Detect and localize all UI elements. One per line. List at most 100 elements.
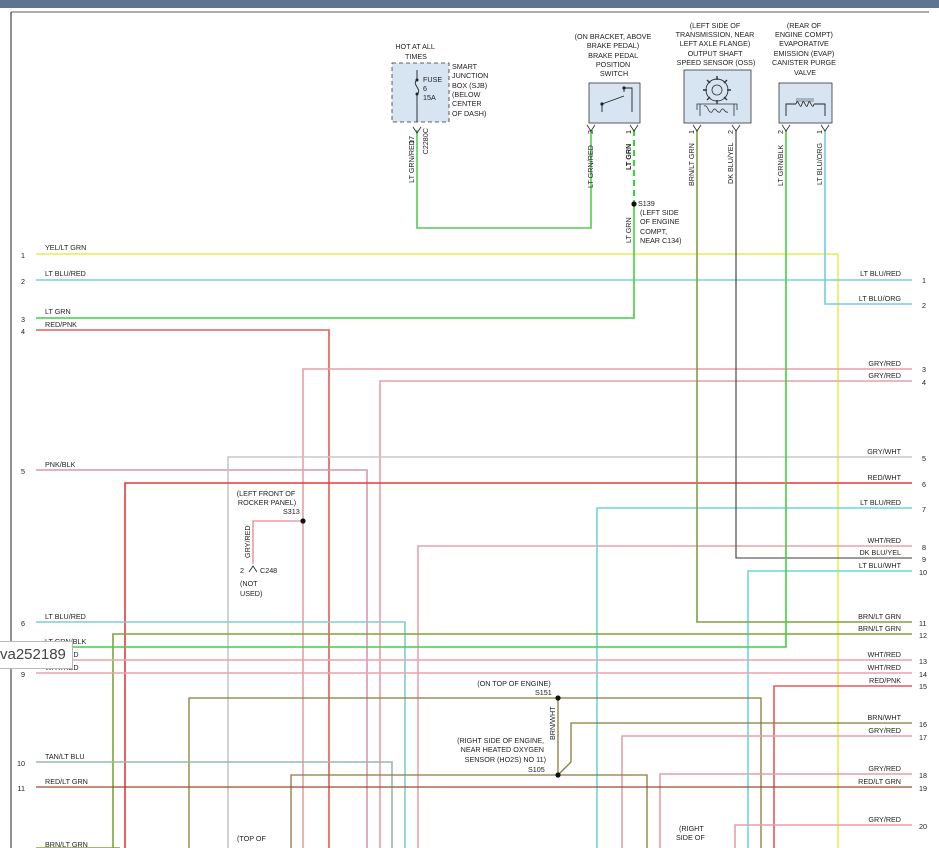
left-pin-number: 9	[21, 670, 25, 679]
wire-lt-grn-3	[36, 204, 635, 319]
wire-pnk-blk-5	[36, 469, 368, 848]
right-pin-number: 17	[919, 733, 927, 742]
s139-location: (LEFT SIDE OF ENGINE COMPT, NEAR C134)	[640, 208, 682, 245]
left-pin-number: 3	[21, 315, 25, 324]
wire-yel-lt-grn	[36, 253, 839, 848]
wire-red-pnk-4	[36, 329, 330, 848]
oss-component	[683, 69, 752, 132]
splice-s139	[631, 201, 637, 207]
right-pin-wire: BRN/LT GRN	[858, 612, 901, 621]
right-pin-wire: GRY/RED	[868, 726, 901, 735]
wire-gry-red-r4	[379, 380, 912, 848]
right-pin-wire: GRY/RED	[868, 764, 901, 773]
solenoid-coil-icon	[795, 101, 815, 107]
right-pin-wire: LT BLU/WHT	[859, 561, 902, 570]
bpp-wire-1: LT GRN	[624, 144, 633, 170]
sjb-name: SMART JUNCTION BOX (SJB) (BELOW CENTER O…	[452, 62, 490, 118]
wire-brn-lt-grn-r11	[696, 130, 912, 623]
bpp-pin-1: 1	[624, 130, 633, 134]
right-pin-wire: LT BLU/RED	[860, 498, 901, 507]
left-pin-number: 2	[21, 277, 25, 286]
right-pin-wire: LT BLU/RED	[860, 269, 901, 278]
left-pin-wire: YEL/LT GRN	[45, 243, 86, 252]
right-pin-wire: RED/LT GRN	[858, 777, 901, 786]
gear-teeth	[703, 76, 731, 104]
right-pin-number: 7	[922, 505, 926, 514]
right-pin-number: 12	[919, 631, 927, 640]
c248-pin: 2	[240, 566, 244, 575]
fuse-dot-top	[415, 78, 419, 82]
wire-lt-grn-blk-7	[36, 130, 787, 648]
sjb-wire: LT GRN/RED	[407, 140, 416, 183]
c248-note: (NOT USED)	[240, 579, 262, 598]
left-pin-number: 6	[21, 619, 25, 628]
gear-hub	[711, 84, 723, 96]
s313-wire: GRY/RED	[243, 525, 252, 558]
s105-location: (RIGHT SIDE OF ENGINE, NEAR HEATED OXYGE…	[457, 736, 546, 764]
left-pin-number: 5	[21, 467, 25, 476]
wire-tan-lt-blu-10	[36, 761, 393, 848]
right-pin-wire: RED/WHT	[867, 473, 901, 482]
right-pin-labels: LT BLU/RED 1 LT BLU/ORG 2 GRY/RED 3 GRY/…	[858, 269, 927, 831]
bpp-switch-component	[586, 82, 641, 132]
wire-red-wht-r6	[124, 482, 912, 848]
right-pin-number: 15	[919, 682, 927, 691]
wire-bus	[36, 130, 912, 848]
right-pin-number: 11	[919, 619, 926, 628]
left-pin-wire: PNK/BLK	[45, 460, 76, 469]
left-pin-wire: RED/LT GRN	[45, 777, 88, 786]
bpp-label: (ON BRACKET, ABOVE BRAKE PEDAL) BRAKE PE…	[575, 32, 654, 78]
right-pin-wire: WHT/RED	[867, 663, 901, 672]
right-pin-wire: GRY/RED	[868, 815, 901, 824]
window-top-bar	[0, 0, 939, 8]
s151-wire: BRN/WHT	[548, 706, 557, 740]
wire-red-pnk-r15	[773, 685, 912, 848]
wire-brn-wht-s105	[290, 774, 648, 848]
c248-connector-icon	[248, 565, 258, 573]
splice-s151	[555, 695, 561, 701]
right-pin-number: 16	[919, 720, 927, 729]
right-pin-wire: WHT/RED	[867, 650, 901, 659]
s151-location: (ON TOP OF ENGINE)	[477, 679, 550, 688]
left-pin-wire: RED/PNK	[45, 320, 77, 329]
fuse-dot-bottom	[415, 92, 419, 96]
evap-box	[778, 82, 833, 124]
oss-pin-2: 2	[726, 130, 735, 134]
wire-brn-wht-s151	[188, 697, 762, 848]
right-pin-wire: BRN/WHT	[867, 713, 901, 722]
bpp-pin-icons	[586, 124, 639, 132]
evap-wire-2: LT GRN/BLK	[776, 145, 785, 186]
left-pin-wire: BRN/LT GRN	[45, 840, 88, 848]
wire-gry-red-r20	[734, 824, 912, 848]
oss-pin-1: 1	[687, 130, 696, 134]
right-side-of-label: (RIGHT SIDE OF	[676, 824, 706, 842]
left-pin-wire: LT BLU/RED	[45, 612, 86, 621]
fuse-label: FUSE 6 15A	[423, 75, 444, 102]
bpp-pin-2: 2	[586, 130, 595, 134]
right-pin-number: 14	[919, 670, 927, 679]
right-pin-wire: GRY/RED	[868, 371, 901, 380]
left-pin-number: 1	[21, 251, 25, 260]
bpp-box	[588, 82, 641, 124]
left-pin-number: 11	[18, 784, 25, 793]
left-pin-number: 10	[17, 759, 25, 768]
evap-wire-1: LT BLU/ORG	[815, 143, 824, 185]
sjb-connector: C2280C	[421, 128, 430, 154]
right-pin-number: 9	[922, 555, 926, 564]
oss-wire-2: DK BLU/YEL	[726, 142, 735, 184]
oss-label: (LEFT SIDE OF TRANSMISSION, NEAR LEFT AX…	[676, 21, 757, 67]
coil-icon	[696, 103, 738, 116]
wire-lt-blu-red-r7	[596, 507, 912, 848]
s139-wire: LT GRN	[624, 217, 633, 243]
wire-dk-blu-yel-r9	[735, 130, 912, 559]
wire-lt-blu-org-r2	[824, 130, 912, 305]
right-pin-wire: GRY/WHT	[867, 447, 901, 456]
right-pin-number: 10	[919, 568, 927, 577]
right-pin-wire: WHT/RED	[867, 536, 901, 545]
top-of-label: (TOP OF	[237, 834, 266, 843]
right-pin-wire: BRN/LT GRN	[858, 624, 901, 633]
right-pin-number: 2	[922, 301, 926, 310]
right-pin-number: 6	[922, 480, 926, 489]
wire-brn-lt-grn-r12	[112, 633, 912, 848]
